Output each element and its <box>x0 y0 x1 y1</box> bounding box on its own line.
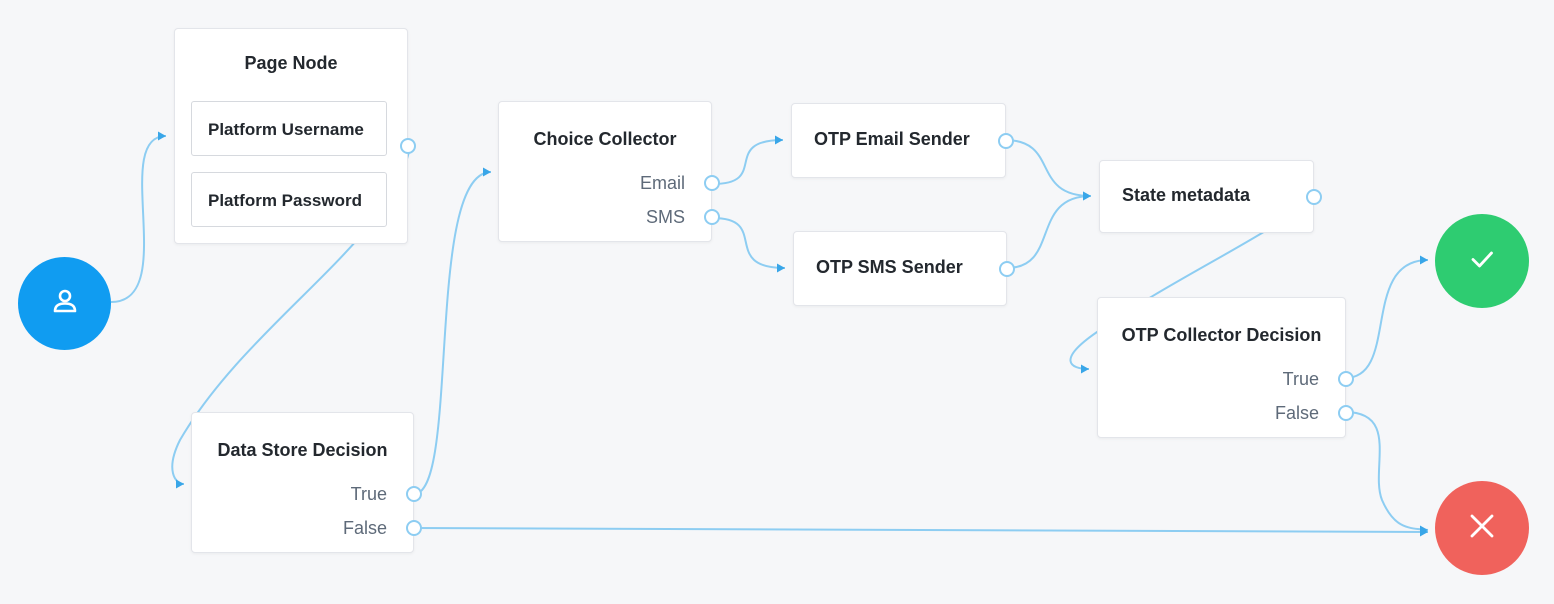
arrowhead <box>483 167 491 177</box>
otp-sms-sender-node[interactable]: OTP SMS Sender <box>793 231 1015 306</box>
platform-username-node[interactable]: Platform Username <box>191 101 387 156</box>
node-title: Choice Collector <box>533 129 677 149</box>
arrowhead <box>1420 525 1428 535</box>
outcome-sms-port[interactable] <box>704 209 720 225</box>
output-port[interactable] <box>998 133 1014 149</box>
arrowhead <box>158 131 166 141</box>
otp-email-sender-node[interactable]: OTP Email Sender <box>791 103 1014 178</box>
node-title: Data Store Decision <box>217 440 388 460</box>
outcome-sms-label: SMS <box>645 207 685 227</box>
user-icon <box>50 286 80 321</box>
node-title: OTP SMS Sender <box>816 257 963 277</box>
platform-password-node[interactable]: Platform Password <box>191 172 387 227</box>
wire-choice-email-to-otp-email[interactable] <box>712 139 784 185</box>
outcome-true-label: True <box>1282 369 1319 389</box>
arrowhead <box>775 135 783 145</box>
outcome-email-port[interactable] <box>704 175 720 191</box>
output-port[interactable] <box>1306 189 1322 205</box>
failure-node[interactable] <box>1435 481 1529 575</box>
node-title: State metadata <box>1122 185 1251 205</box>
outcome-false-label: False <box>1274 403 1319 423</box>
state-metadata-node[interactable]: State metadata <box>1099 160 1322 233</box>
arrowhead <box>777 263 785 273</box>
outcome-true-port[interactable] <box>1338 371 1354 387</box>
start-node[interactable] <box>18 257 111 350</box>
wire-otp-true-to-success[interactable] <box>1344 259 1429 379</box>
output-port[interactable] <box>999 261 1015 277</box>
arrowhead <box>1081 364 1089 374</box>
wire-choice-sms-to-otp-sms[interactable] <box>712 217 786 269</box>
wire-otp-sms-to-state-metadata[interactable] <box>1006 195 1092 269</box>
arrowhead <box>1420 527 1428 537</box>
arrowhead <box>1083 191 1091 201</box>
arrowhead <box>1083 191 1091 201</box>
wire-otp-email-to-state-metadata[interactable] <box>1004 139 1092 197</box>
wire-start-to-page-node[interactable] <box>110 135 167 303</box>
outcome-false-port[interactable] <box>1338 405 1354 421</box>
node-title: Page Node <box>244 53 338 73</box>
choice-collector-node[interactable]: Choice Collector Email SMS <box>498 101 720 242</box>
otp-collector-decision-node[interactable]: OTP Collector Decision True False <box>1097 297 1354 438</box>
wire-data-store-true-to-choice[interactable] <box>413 171 492 495</box>
node-title: OTP Email Sender <box>814 129 970 149</box>
arrowhead <box>176 479 184 489</box>
success-node[interactable] <box>1435 214 1529 308</box>
wire-otp-false-to-failure[interactable] <box>1344 411 1429 531</box>
data-store-decision-node[interactable]: Data Store Decision True False <box>191 412 422 553</box>
outcome-false-port[interactable] <box>406 520 422 536</box>
output-port[interactable] <box>400 138 416 154</box>
page-node[interactable]: Page Node Platform Username Platform Pas… <box>174 28 416 244</box>
outcome-email-label: Email <box>639 173 685 193</box>
outcome-true-port[interactable] <box>406 486 422 502</box>
wire-data-store-false-to-failure[interactable] <box>413 527 1429 533</box>
check-icon <box>1465 242 1499 281</box>
arrowhead <box>1420 255 1428 265</box>
node-title: OTP Collector Decision <box>1121 325 1322 345</box>
close-icon <box>1465 509 1499 548</box>
outcome-true-label: True <box>350 484 387 504</box>
outcome-false-label: False <box>342 518 387 538</box>
